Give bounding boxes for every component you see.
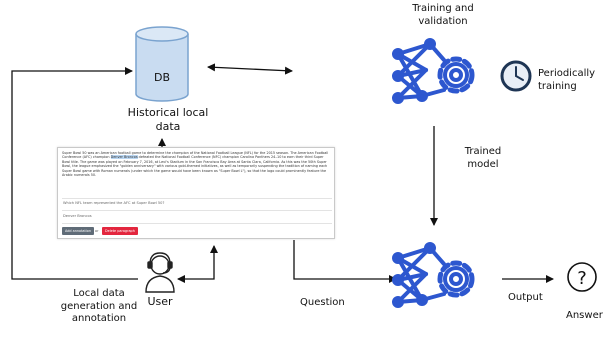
divider <box>62 198 332 199</box>
divider <box>62 210 332 211</box>
neural-network-gear-icon <box>392 38 475 104</box>
answer-label: Answer <box>566 310 603 321</box>
clock-icon <box>500 60 532 92</box>
question-field[interactable]: Which NFL team represented the AFC at Su… <box>63 201 165 205</box>
user-headset-icon <box>145 252 175 293</box>
trained-model-label: Trained model <box>464 146 502 170</box>
context-passage: Super Bowl 50 was an American football g… <box>62 151 332 177</box>
answer-highlight[interactable]: Denver Broncos <box>110 155 138 160</box>
question-mark-icon: ? <box>567 262 597 292</box>
add-annotation-button[interactable]: Add annotation <box>62 227 94 235</box>
annotation-tool-screenshot: Super Bowl 50 was an American football g… <box>57 147 335 239</box>
answer-field[interactable]: Denver Broncos <box>63 214 92 218</box>
question-label: Question <box>300 297 345 308</box>
training-label: Training and validation <box>412 3 474 27</box>
historical-data-label: Historical local data <box>127 106 209 133</box>
svg-text:?: ? <box>577 268 587 289</box>
passage-end: defeated the National Football Conferenc… <box>62 155 328 178</box>
arrow-local-data-to-db <box>11 67 138 280</box>
passage-start: Super Bowl 50 was an American football g… <box>62 151 329 160</box>
arrow-db-training <box>207 63 293 75</box>
output-label: Output <box>508 292 543 303</box>
or-text: or <box>95 229 99 233</box>
local-data-label: Local data generation and annotation <box>60 288 138 324</box>
arrow-user-annotation <box>177 245 218 283</box>
divider <box>62 223 332 224</box>
delete-paragraph-button[interactable]: Delete paragraph <box>102 227 138 235</box>
arrow-question-to-model <box>293 240 397 283</box>
database-icon <box>135 26 189 102</box>
db-label: DB <box>153 71 171 84</box>
user-label: User <box>147 295 173 308</box>
periodic-training-label: Periodically training <box>538 68 596 92</box>
trained-model-icon <box>392 242 475 308</box>
